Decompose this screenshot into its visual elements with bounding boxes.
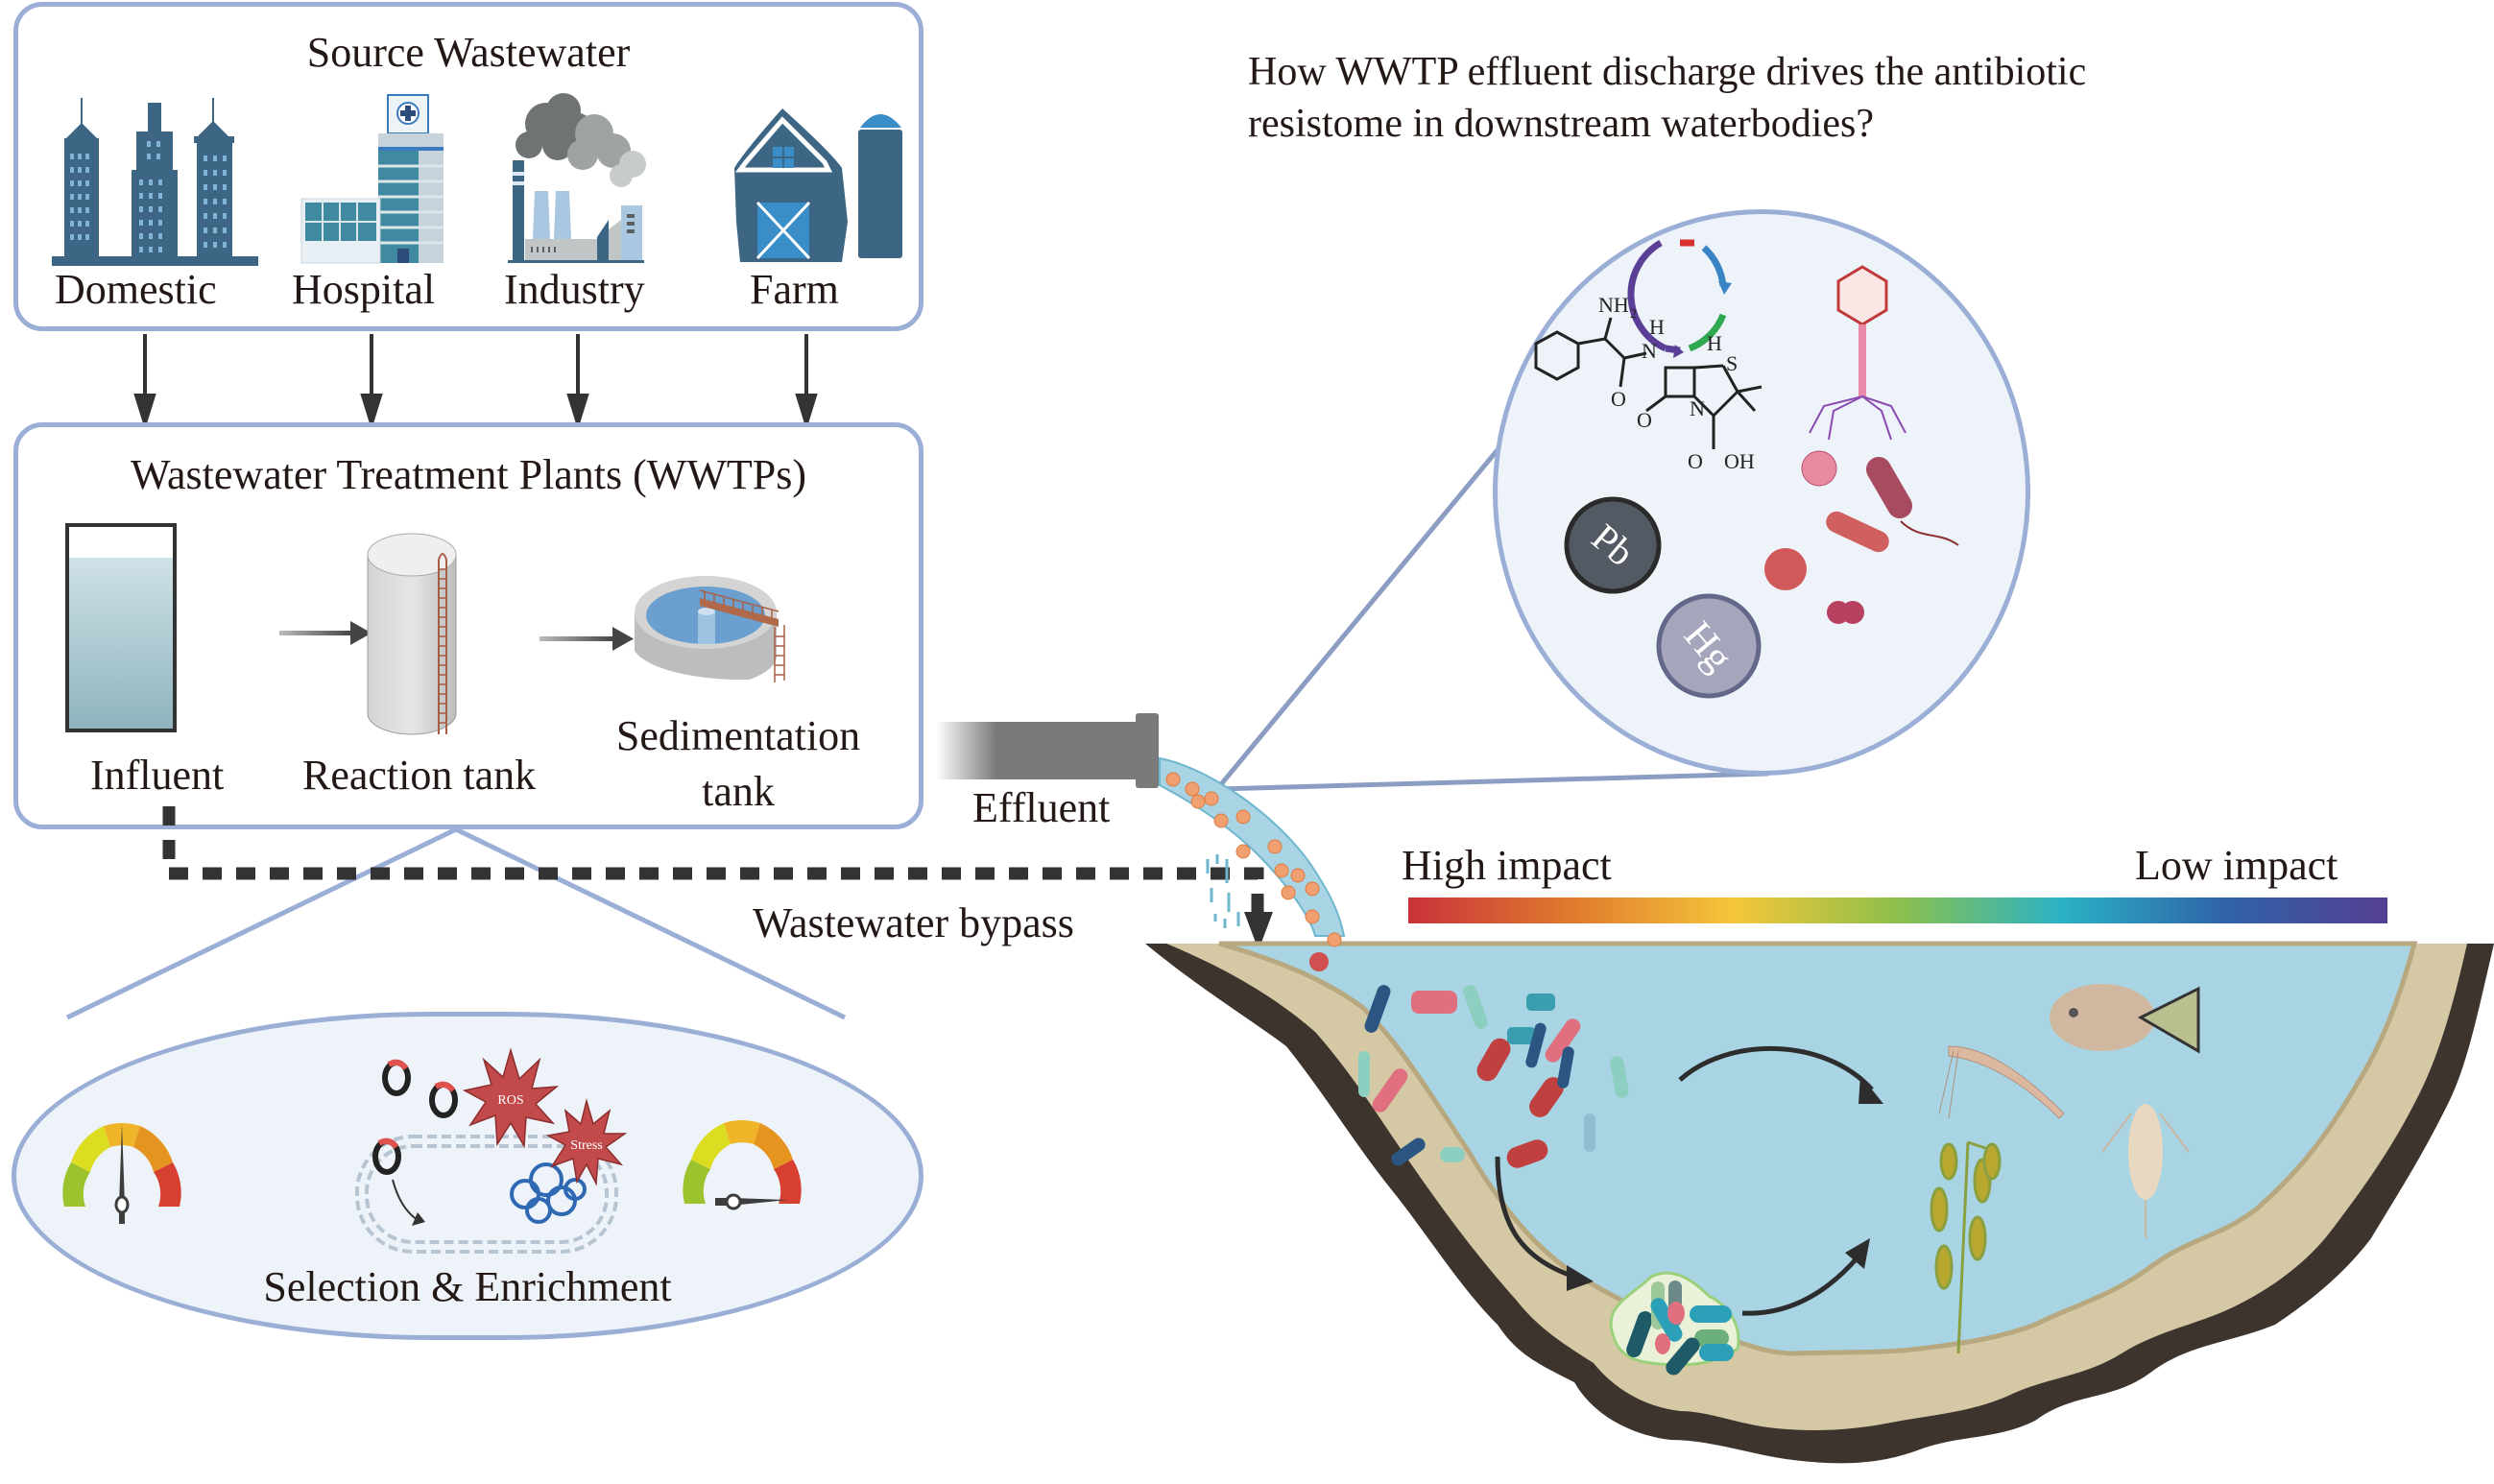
chem-label-oh: OH (1724, 449, 1755, 473)
copepod-icon (2101, 1104, 2190, 1238)
transfer-arrow (392, 1179, 419, 1221)
flow-arrow-influent-to-reaction (279, 621, 372, 645)
selection-zoom-line-right (454, 826, 847, 1020)
source-label-industry: Industry (504, 266, 645, 313)
ros-badge: ROS (462, 1047, 560, 1149)
biofilm-cluster (1609, 1271, 1740, 1376)
magnifier-line-upper (1215, 422, 1521, 791)
impact-scale-high-label: High impact (1402, 842, 1612, 889)
ampicillin-structure-icon (1534, 317, 1763, 449)
bypass-arrow-head (1244, 912, 1273, 950)
mercury-hg-icon: Hg (1656, 593, 1762, 699)
arrow-to-fauna (1678, 1046, 1874, 1091)
stage-label-sedimentation-tank: Sedimentation tank (594, 715, 882, 813)
research-question-line-1: How WWTP effluent discharge drives the a… (1248, 50, 2087, 94)
impact-scale-low-label: Low impact (2135, 842, 2338, 889)
splash-droplets (1206, 854, 1240, 928)
bypass-label: Wastewater bypass (753, 899, 1074, 946)
bacteria-community (1358, 985, 1629, 1168)
chem-label-h1: H (1649, 315, 1665, 339)
chem-label-o3: O (1688, 449, 1703, 473)
research-question-line-2: resistome in downstream waterbodies? (1248, 102, 1874, 146)
chem-label-n1: N (1642, 339, 1657, 363)
source-wastewater-title: Source Wastewater (306, 29, 631, 76)
source-label-domestic: Domestic (55, 266, 217, 313)
effluent-pipe-icon (936, 713, 1159, 788)
source-label-farm: Farm (750, 266, 839, 313)
sedimentation-tank-icon (635, 576, 785, 682)
impact-gradient-bar (1408, 898, 2387, 923)
wwtp-title: Wastewater Treatment Plants (WWTPs) (131, 451, 806, 498)
svg-text:2: 2 (1630, 307, 1637, 322)
chem-label-n2: N (1690, 396, 1705, 420)
chem-label-s: S (1726, 351, 1738, 375)
aquatic-plant-icon (1930, 1140, 2002, 1354)
bacteria-icons (1764, 456, 1959, 624)
fish-icon (2050, 984, 2200, 1054)
wwtp-box: Wastewater Treatment Plants (WWTPs) (13, 422, 923, 829)
magnifier-contents: NH 2 H N H S N O O O OH Pb (1534, 239, 1959, 699)
selection-enrichment-panel: ROS Stress Selection & Enrichment (12, 1012, 923, 1340)
arrow-to-sediment (1495, 1156, 1575, 1280)
magnifier-circle: NH 2 H N H S N O O O OH Pb (1493, 209, 2030, 776)
gauge-before-needle (119, 1124, 125, 1205)
research-question: How WWTP effluent discharge drives the a… (1248, 46, 2086, 150)
gauge-before-icon (62, 1123, 181, 1224)
bacteriophage-icon (1809, 265, 1906, 441)
bypass-dashed-line (162, 806, 1264, 920)
stress-badge: Stress (545, 1098, 628, 1186)
virus-icon (1801, 450, 1837, 487)
source-wastewater-box: Source Wastewater (13, 2, 923, 331)
lead-pb-icon: Pb (1564, 496, 1662, 594)
source-to-wwtp-arrows (133, 334, 818, 430)
pollutant-drop (1309, 952, 1329, 971)
chem-label-nh2: NH (1598, 293, 1629, 317)
stage-label-influent: Influent (90, 752, 225, 799)
transfer-arrows (1495, 1046, 1874, 1316)
apartment-buildings-icon (52, 98, 258, 266)
arrow-biofilm-to-plant (1741, 1256, 1859, 1316)
magnifier-line-lower (1216, 771, 1769, 792)
effluent-label: Effluent (972, 784, 1111, 831)
shrimp-icon (1938, 1045, 2065, 1119)
bacterial-cell-outline (355, 1135, 618, 1254)
stage-label-sedimentation-line2: tank (702, 768, 775, 815)
gauge-after-icon (683, 1120, 802, 1210)
pollutant-particles (1165, 772, 1342, 947)
influent-tank-icon (65, 523, 177, 732)
ros-badge-label: ROS (497, 1093, 523, 1108)
flow-arrow-reaction-to-sedimentation (540, 627, 634, 651)
hospital-icon (300, 94, 444, 264)
stage-label-sedimentation-line1: Sedimentation (615, 712, 861, 759)
stress-badge-label: Stress (570, 1138, 602, 1153)
source-label-hospital: Hospital (292, 266, 436, 313)
chem-label-h2: H (1707, 331, 1722, 355)
chem-label-o2: O (1637, 408, 1652, 432)
reaction-tank-icon (367, 533, 457, 735)
chromosome-icon (510, 1162, 587, 1224)
cell-stress-illustration: ROS Stress (355, 1047, 628, 1254)
selection-enrichment-label: Selection & Enrichment (263, 1263, 672, 1310)
factory-icon (508, 93, 646, 263)
selection-zoom-line-left (65, 826, 458, 1020)
chem-label-o1: O (1611, 387, 1626, 411)
stage-label-reaction-tank: Reaction tank (302, 752, 537, 799)
gauge-after-needle (731, 1198, 788, 1206)
barn-silo-icon (734, 108, 902, 262)
